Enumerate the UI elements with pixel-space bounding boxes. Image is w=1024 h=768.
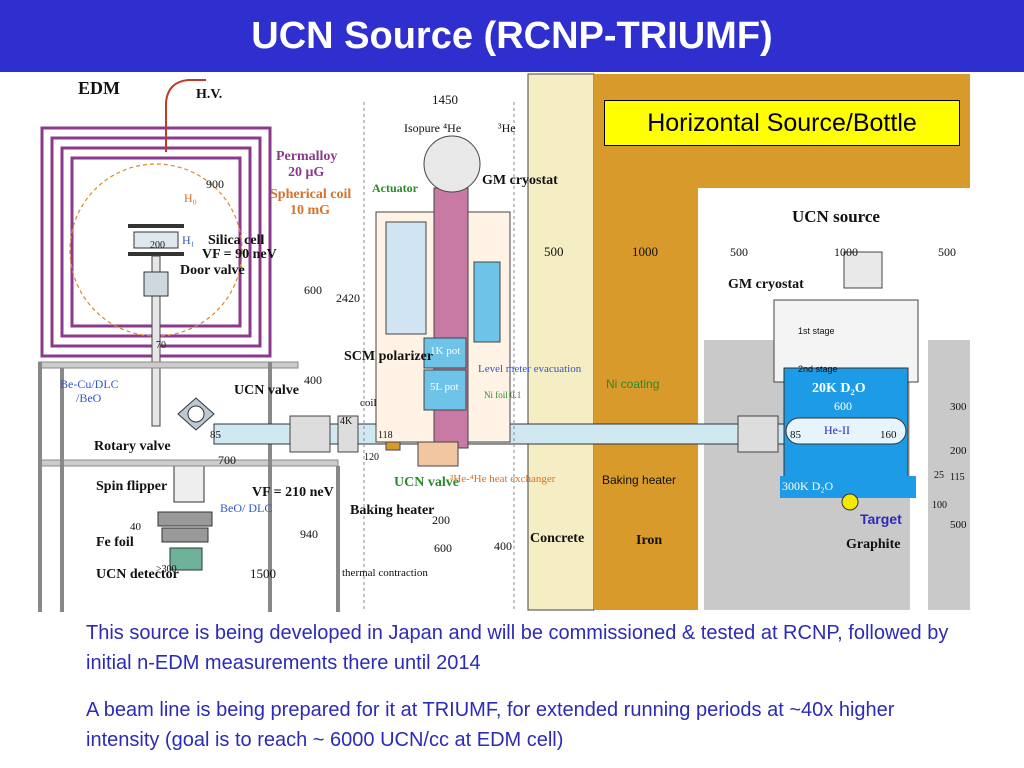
ucn-detector [169, 547, 203, 571]
svg-text:100: 100 [932, 500, 947, 511]
horizontal-source-callout: Horizontal Source/Bottle [604, 100, 960, 146]
svg-text:900: 900 [206, 177, 224, 191]
svg-text:Isopure ⁴He: Isopure ⁴He [404, 121, 461, 135]
svg-text:Baking heater: Baking heater [350, 503, 434, 518]
svg-text:160: 160 [880, 429, 897, 441]
svg-text:1st stage: 1st stage [798, 326, 835, 336]
svg-text:85: 85 [210, 429, 222, 441]
svg-text:300K D₂O: 300K D₂O [782, 479, 834, 493]
concrete-block [527, 73, 595, 611]
svg-text:Concrete: Concrete [530, 531, 584, 546]
svg-text:2nd stage: 2nd stage [798, 364, 838, 374]
svg-text:VF = 90 neV: VF = 90 neV [202, 247, 277, 262]
svg-text:20 μG: 20 μG [288, 165, 324, 180]
he-ii-bottle [785, 417, 907, 445]
svg-text:/BeO: /BeO [76, 391, 102, 405]
svg-text:200: 200 [150, 240, 165, 251]
svg-text:300: 300 [950, 401, 967, 413]
svg-text:Baking heater: Baking heater [602, 473, 676, 487]
svg-text:1000: 1000 [632, 244, 658, 259]
svg-text:H.V.: H.V. [196, 87, 222, 102]
svg-text:Silica cell: Silica cell [208, 233, 264, 248]
svg-text:1000: 1000 [834, 245, 858, 259]
svg-text:UCN detector: UCN detector [96, 567, 179, 582]
svg-text:600: 600 [304, 283, 322, 297]
svg-text:Iron: Iron [636, 533, 662, 548]
svg-text:Door valve: Door valve [180, 263, 245, 278]
svg-text:120: 120 [364, 452, 379, 463]
svg-text:³He: ³He [498, 121, 516, 135]
svg-text:940: 940 [300, 527, 318, 541]
svg-text:25: 25 [934, 470, 944, 481]
svg-text:400: 400 [304, 373, 322, 387]
ucn-source-diagram: EDM H.V. Permalloy 20 μG Spherical coil … [37, 72, 974, 612]
svg-text:Level meter evacuation: Level meter evacuation [478, 363, 582, 375]
svg-text:10 mG: 10 mG [290, 203, 330, 218]
svg-text:Target: Target [860, 511, 902, 527]
svg-text:Permalloy: Permalloy [276, 149, 337, 164]
svg-text:500: 500 [950, 519, 967, 531]
svg-text:Rotary valve: Rotary valve [94, 439, 171, 454]
svg-text:700: 700 [218, 453, 236, 467]
svg-text:>300: >300 [156, 564, 177, 575]
svg-text:85: 85 [790, 429, 802, 441]
svg-text:400: 400 [494, 539, 512, 553]
page-title: UCN Source (RCNP-TRIUMF) [251, 15, 773, 57]
svg-text:70: 70 [156, 340, 166, 351]
svg-text:5L pot: 5L pot [430, 381, 459, 393]
hv-lead [165, 79, 206, 152]
svg-text:600: 600 [834, 399, 852, 413]
svg-text:1450: 1450 [432, 92, 458, 107]
svg-text:Actuator: Actuator [372, 181, 419, 195]
caption-development: This source is being developed in Japan … [86, 622, 949, 674]
gm-cryostat-middle [363, 102, 515, 612]
svg-text:UCN valve: UCN valve [394, 475, 459, 490]
caption-beamline: A beam line is being prepared for it at … [86, 699, 895, 751]
svg-text:BeO/ DLC: BeO/ DLC [220, 501, 272, 515]
svg-text:500: 500 [730, 245, 748, 259]
svg-text:200: 200 [950, 445, 967, 457]
edm-label: EDM [78, 78, 120, 98]
svg-text:600: 600 [434, 541, 452, 555]
svg-text:115: 115 [950, 472, 965, 483]
svg-text:500: 500 [938, 245, 956, 259]
svg-text:GM cryostat: GM cryostat [482, 173, 558, 188]
svg-text:1500: 1500 [250, 566, 276, 581]
target-marker [841, 493, 859, 511]
svg-text:UCN source: UCN source [792, 207, 880, 226]
svg-text:200: 200 [432, 513, 450, 527]
svg-text:118: 118 [378, 430, 393, 441]
edm-cell [133, 231, 179, 249]
svg-text:thermal contraction: thermal contraction [342, 567, 428, 579]
title-bar [0, 0, 1024, 72]
svg-text:4K: 4K [340, 416, 353, 427]
svg-text:H₁: H₁ [182, 233, 195, 247]
svg-text:2420: 2420 [336, 291, 360, 305]
isopure-bulb [423, 135, 481, 193]
svg-text:20K D₂O: 20K D₂O [812, 381, 866, 396]
svg-text:UCN valve: UCN valve [234, 383, 299, 398]
svg-text:Spin flipper: Spin flipper [96, 479, 167, 494]
ucn-source-cryostat [773, 251, 919, 511]
svg-text:Be-Cu/DLC: Be-Cu/DLC [60, 377, 119, 391]
svg-text:Spherical coil: Spherical coil [270, 187, 351, 202]
svg-text:SCM polarizer: SCM polarizer [344, 349, 433, 364]
svg-text:³He-⁴He heat exchanger: ³He-⁴He heat exchanger [450, 473, 556, 485]
svg-text:VF = 210 neV: VF = 210 neV [252, 485, 334, 500]
svg-text:Fe foil: Fe foil [96, 535, 134, 550]
svg-text:500: 500 [544, 244, 564, 259]
svg-text:He-II: He-II [824, 423, 850, 437]
svg-text:Ni foil 0.1: Ni foil 0.1 [484, 390, 521, 400]
svg-text:1K pot: 1K pot [430, 345, 460, 357]
vertical-guide [151, 255, 161, 427]
svg-text:Graphite: Graphite [846, 537, 900, 552]
svg-text:40: 40 [130, 521, 142, 533]
svg-text:H₀: H₀ [184, 191, 197, 205]
svg-text:GM cryostat: GM cryostat [728, 277, 804, 292]
svg-text:Ni coating: Ni coating [606, 377, 659, 391]
svg-text:coil: coil [360, 397, 377, 409]
spin-flipper [173, 463, 205, 503]
